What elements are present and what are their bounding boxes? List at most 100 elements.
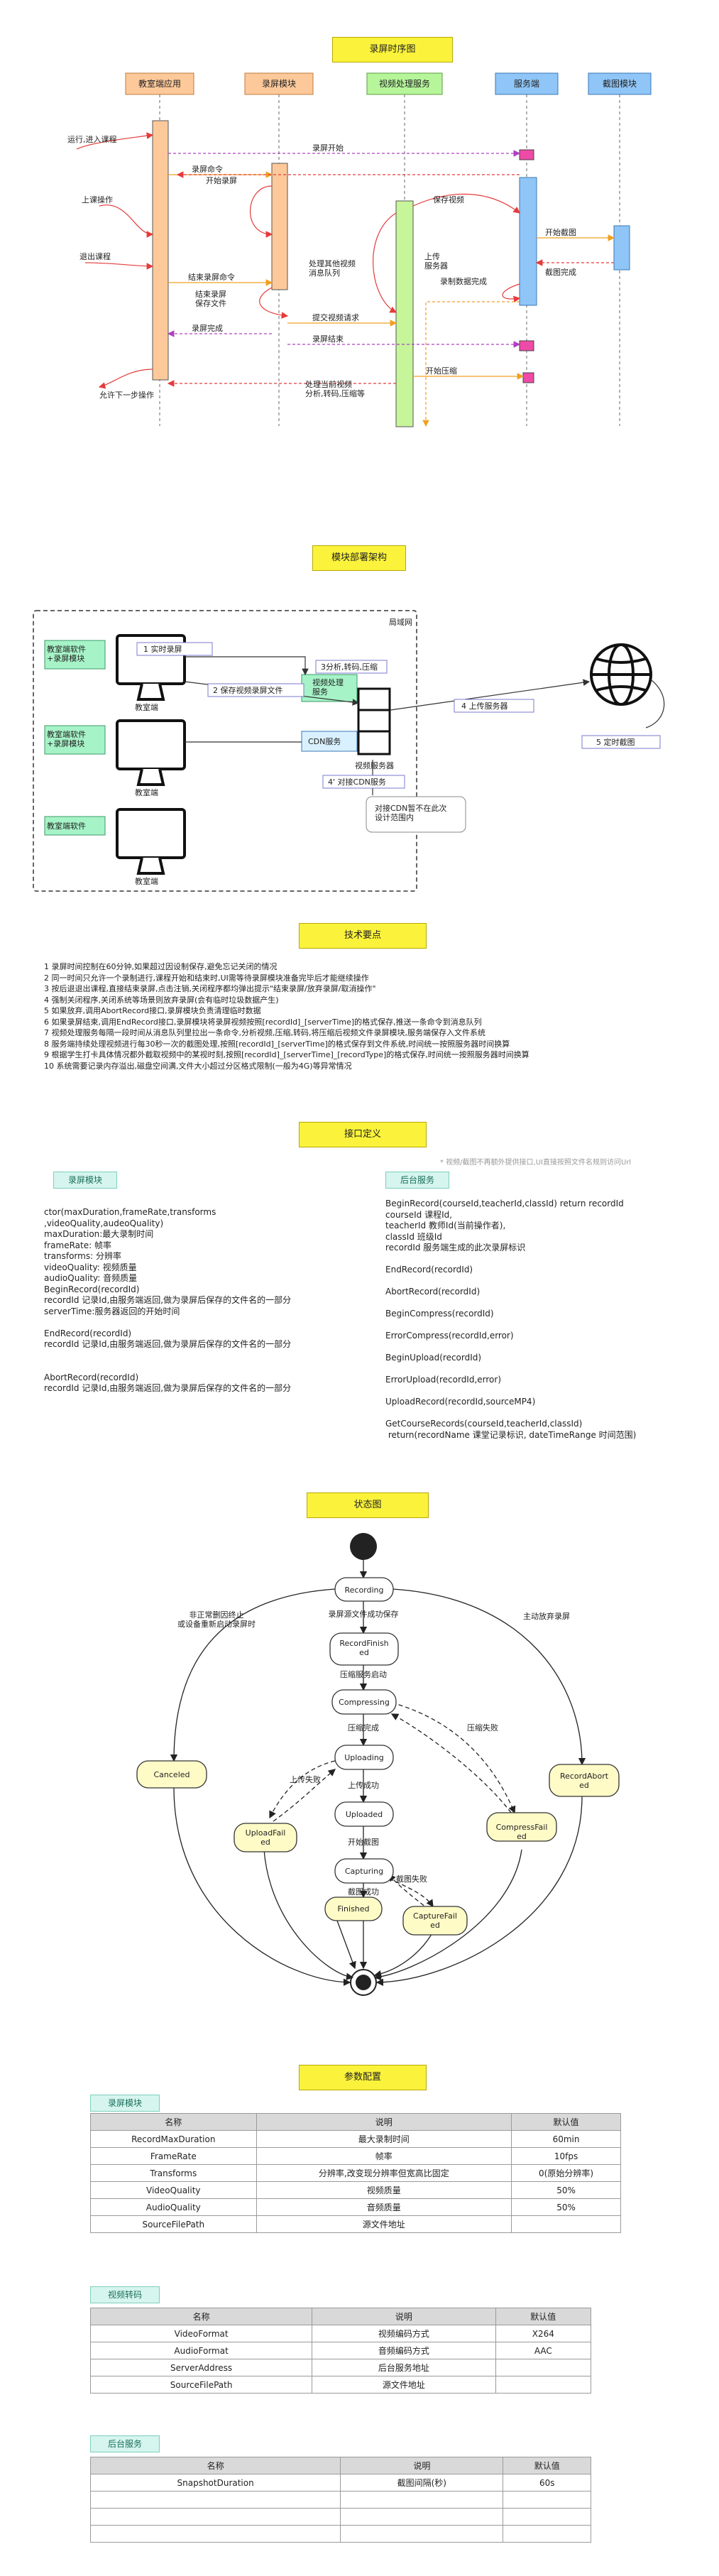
- sequence-message-label: 保存视频: [433, 195, 464, 204]
- step-label: 4 上传服务器: [461, 702, 508, 711]
- table-cell: 10fps: [511, 2147, 621, 2165]
- table-header: 名称: [90, 2113, 257, 2131]
- param-tag-2: 后台服务: [90, 2435, 160, 2452]
- table-cell: VideoFormat: [89, 2325, 313, 2342]
- client-label: 教室端: [135, 702, 158, 712]
- table-cell: 50%: [511, 2198, 621, 2216]
- participant-heads: [125, 72, 652, 95]
- sequence-diagram: 教室端应用录屏模块视频处理服务服务端截图模块 运行,进入课程录屏开始录屏命令开始…: [67, 72, 652, 427]
- software-stack-label: 教室端软件: [47, 644, 86, 654]
- sequence-message-label: 处理其他视频: [309, 258, 356, 268]
- iface-right-tag: 后台服务: [385, 1172, 449, 1189]
- software-stack-label: 教室端软件: [47, 821, 86, 831]
- cdn-label: CDN服务: [308, 737, 341, 746]
- state-node-label: Uploading: [344, 1753, 384, 1762]
- transition-label: 非正常删因终止: [190, 1610, 244, 1620]
- table-cell: [340, 2491, 504, 2509]
- step-label: 1 实时录屏: [143, 644, 182, 654]
- sequence-message-label: 录屏开始: [312, 143, 344, 153]
- table-row: [89, 2508, 591, 2526]
- transition-label: 上传失败: [290, 1774, 321, 1784]
- transition-label: 录屏源文件成功保存: [329, 1609, 399, 1619]
- state-node-label: CaptureFail: [413, 1911, 457, 1921]
- step-label: 3分析,转码,压缩: [321, 662, 378, 672]
- sequence-message-label: 结束录屏命令: [188, 272, 235, 282]
- state-node-label: Canceled: [153, 1770, 190, 1779]
- tech-points: 1 录屏时间控制在60分钟,如果超过因设制保存,避免忘记关闭的情况 2 同一时间…: [44, 962, 529, 1071]
- server-icon: [357, 687, 391, 755]
- table-cell: [89, 2491, 341, 2509]
- participant-label: 录屏模块: [262, 79, 296, 89]
- sequence-message-label: 开始截图: [545, 227, 576, 237]
- sequence-message-label: 录屏结束: [312, 334, 344, 344]
- software-stack-label: +录屏模块: [47, 739, 84, 748]
- transition-label: 或设备重新启动录屏时: [177, 1619, 256, 1629]
- software-stack-label: 教室端软件: [47, 729, 86, 739]
- table-cell: 最大录制时间: [256, 2130, 512, 2148]
- state-node-label: RecordAbort: [560, 1772, 609, 1781]
- transition-label: 截图成功: [348, 1887, 379, 1896]
- state-node-label: Finished: [337, 1904, 369, 1914]
- sequence-message-label: 录制数据完成: [440, 276, 487, 286]
- sequence-message-label: 服务器: [424, 261, 448, 271]
- table-cell: 帧率: [256, 2147, 512, 2165]
- participant-label: 服务端: [514, 78, 539, 89]
- sequence-message-label: 开始录屏: [206, 175, 237, 185]
- sequence-message-label: 录屏完成: [192, 323, 223, 333]
- software-stack-label: +录屏模块: [47, 654, 84, 663]
- cdn-note: 设计范围内: [375, 812, 414, 822]
- table-cell: VideoQuality: [90, 2181, 257, 2199]
- table-cell: FrameRate: [90, 2147, 257, 2165]
- table-cell: 截图间隔(秒): [340, 2474, 504, 2492]
- transition-label: 主动放弃录屏: [523, 1611, 570, 1621]
- table-cell: AudioQuality: [90, 2198, 257, 2216]
- table-row: [89, 2491, 591, 2509]
- table-cell: 60s: [503, 2474, 591, 2492]
- table-cell: [340, 2525, 504, 2543]
- sequence-message-label: 处理当前视频: [305, 379, 352, 389]
- state-node-label: ed: [517, 1832, 527, 1841]
- table-header: 说明: [312, 2308, 496, 2325]
- iface-note: * 视频/截图不再额外提供接口,UI直接按照文件名规则访问Url: [440, 1159, 632, 1167]
- iface-title: 接口定义: [299, 1122, 427, 1147]
- state-node-label: UploadFail: [246, 1828, 286, 1838]
- table-cell: Transforms: [90, 2164, 257, 2182]
- sequence-message-label: 允许下一步操作: [99, 390, 154, 400]
- table-header: 默认值: [511, 2113, 621, 2131]
- state-node-label: ed: [430, 1921, 440, 1930]
- state-node-label: Uploaded: [346, 1810, 383, 1819]
- participant-label: 教室端应用: [138, 78, 181, 89]
- state-node-label: Recording: [344, 1586, 383, 1595]
- table-header: 默认值: [495, 2308, 592, 2325]
- service-label: 视频处理: [312, 677, 344, 687]
- table-cell: 视频编码方式: [312, 2325, 496, 2342]
- monitor-icons: [116, 634, 186, 875]
- state-diagram: RecordingRecordFinishedCompressingUpload…: [136, 1533, 620, 1996]
- client-label: 教室端: [135, 876, 158, 886]
- table-cell: 后台服务地址: [312, 2359, 496, 2376]
- table-header: 默认值: [503, 2457, 591, 2474]
- sequence-message-label: 消息队列: [309, 268, 340, 278]
- participant-label: 视频处理服务: [379, 78, 430, 89]
- table-cell: [340, 2508, 504, 2526]
- service-label: 服务: [312, 687, 328, 697]
- sequence-message-label: 上课操作: [82, 195, 113, 204]
- table-cell: 0(原始分辨率): [511, 2164, 621, 2182]
- sequence-message-label: 上传: [424, 252, 440, 261]
- table-header: 名称: [89, 2308, 313, 2325]
- table-cell: 音频质量: [256, 2198, 512, 2216]
- param-tag-1: 视频转码: [90, 2286, 160, 2303]
- table-cell: 60min: [511, 2130, 621, 2148]
